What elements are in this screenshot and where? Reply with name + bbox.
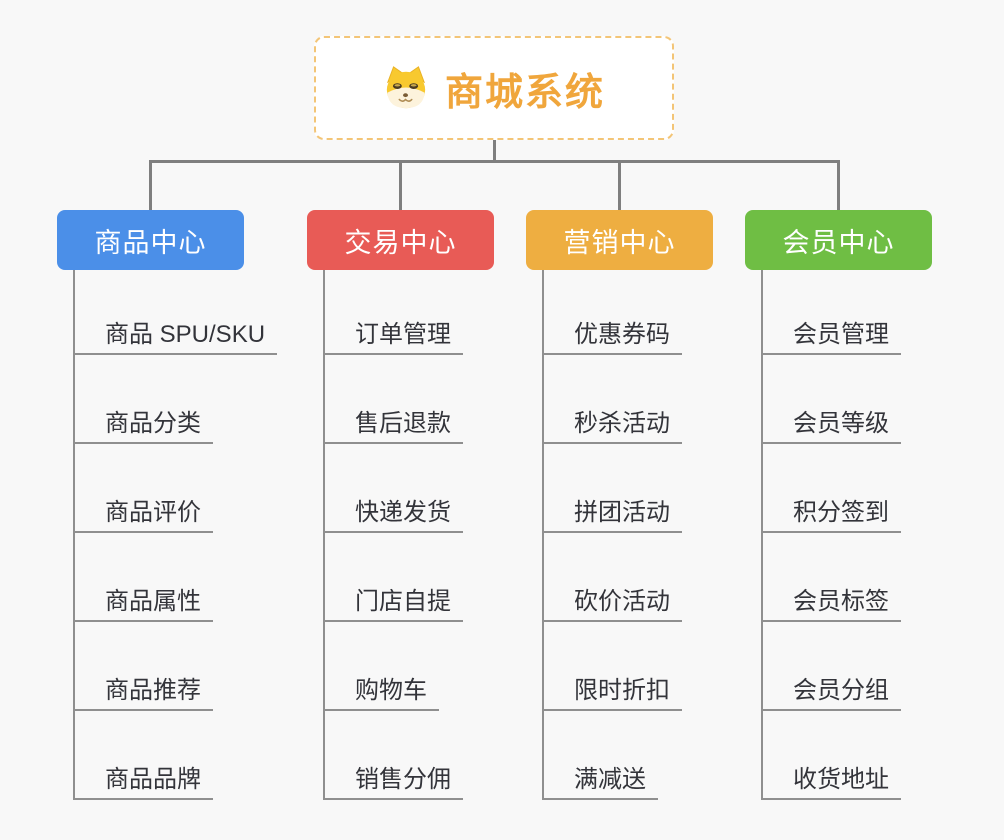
- branch-children: 订单管理 售后退款 快递发货 门店自提 购物车 销售分佣: [323, 270, 463, 800]
- leaf-node[interactable]: 会员等级: [763, 410, 901, 444]
- leaf-node[interactable]: 商品分类: [75, 410, 213, 444]
- leaf-node[interactable]: 优惠券码: [544, 321, 682, 355]
- leaf-node[interactable]: 商品 SPU/SKU: [75, 321, 278, 355]
- root-node[interactable]: 商城系统: [314, 36, 674, 140]
- leaf-node[interactable]: 售后退款: [325, 410, 463, 444]
- leaf-node[interactable]: 会员分组: [763, 677, 901, 711]
- shiba-dog-icon: [386, 66, 426, 109]
- leaf-node[interactable]: 会员标签: [763, 588, 901, 622]
- branch-node-product-center[interactable]: 商品中心: [57, 210, 244, 270]
- connector-drop: [618, 160, 621, 210]
- connector-horizontal: [149, 160, 840, 163]
- connector-drop: [399, 160, 402, 210]
- connector-trunk: [493, 140, 496, 161]
- leaf-node[interactable]: 秒杀活动: [544, 410, 682, 444]
- branch-children: 会员管理 会员等级 积分签到 会员标签 会员分组 收货地址: [761, 270, 901, 800]
- leaf-node[interactable]: 商品推荐: [75, 677, 213, 711]
- branch-children: 优惠券码 秒杀活动 拼团活动 砍价活动 限时折扣 满减送: [542, 270, 682, 800]
- leaf-node[interactable]: 商品属性: [75, 588, 213, 622]
- branch-node-trade-center[interactable]: 交易中心: [307, 210, 494, 270]
- leaf-node[interactable]: 积分签到: [763, 499, 901, 533]
- leaf-node[interactable]: 订单管理: [325, 321, 463, 355]
- connector-drop: [149, 160, 152, 210]
- leaf-node[interactable]: 砍价活动: [544, 588, 682, 622]
- branch-children: 商品 SPU/SKU 商品分类 商品评价 商品属性 商品推荐 商品品牌: [73, 270, 278, 800]
- leaf-node[interactable]: 销售分佣: [325, 766, 463, 800]
- leaf-node[interactable]: 会员管理: [763, 321, 901, 355]
- leaf-node[interactable]: 收货地址: [763, 766, 901, 800]
- leaf-node[interactable]: 快递发货: [325, 499, 463, 533]
- leaf-node[interactable]: 门店自提: [325, 588, 463, 622]
- leaf-node[interactable]: 满减送: [544, 766, 658, 800]
- leaf-node[interactable]: 购物车: [325, 677, 439, 711]
- leaf-node[interactable]: 限时折扣: [544, 677, 682, 711]
- leaf-node[interactable]: 拼团活动: [544, 499, 682, 533]
- leaf-node[interactable]: 商品品牌: [75, 766, 213, 800]
- branch-node-marketing-center[interactable]: 营销中心: [526, 210, 713, 270]
- root-title: 商城系统: [444, 71, 605, 114]
- branch-node-member-center[interactable]: 会员中心: [745, 210, 932, 270]
- leaf-node[interactable]: 商品评价: [75, 499, 213, 533]
- connector-drop: [837, 160, 840, 210]
